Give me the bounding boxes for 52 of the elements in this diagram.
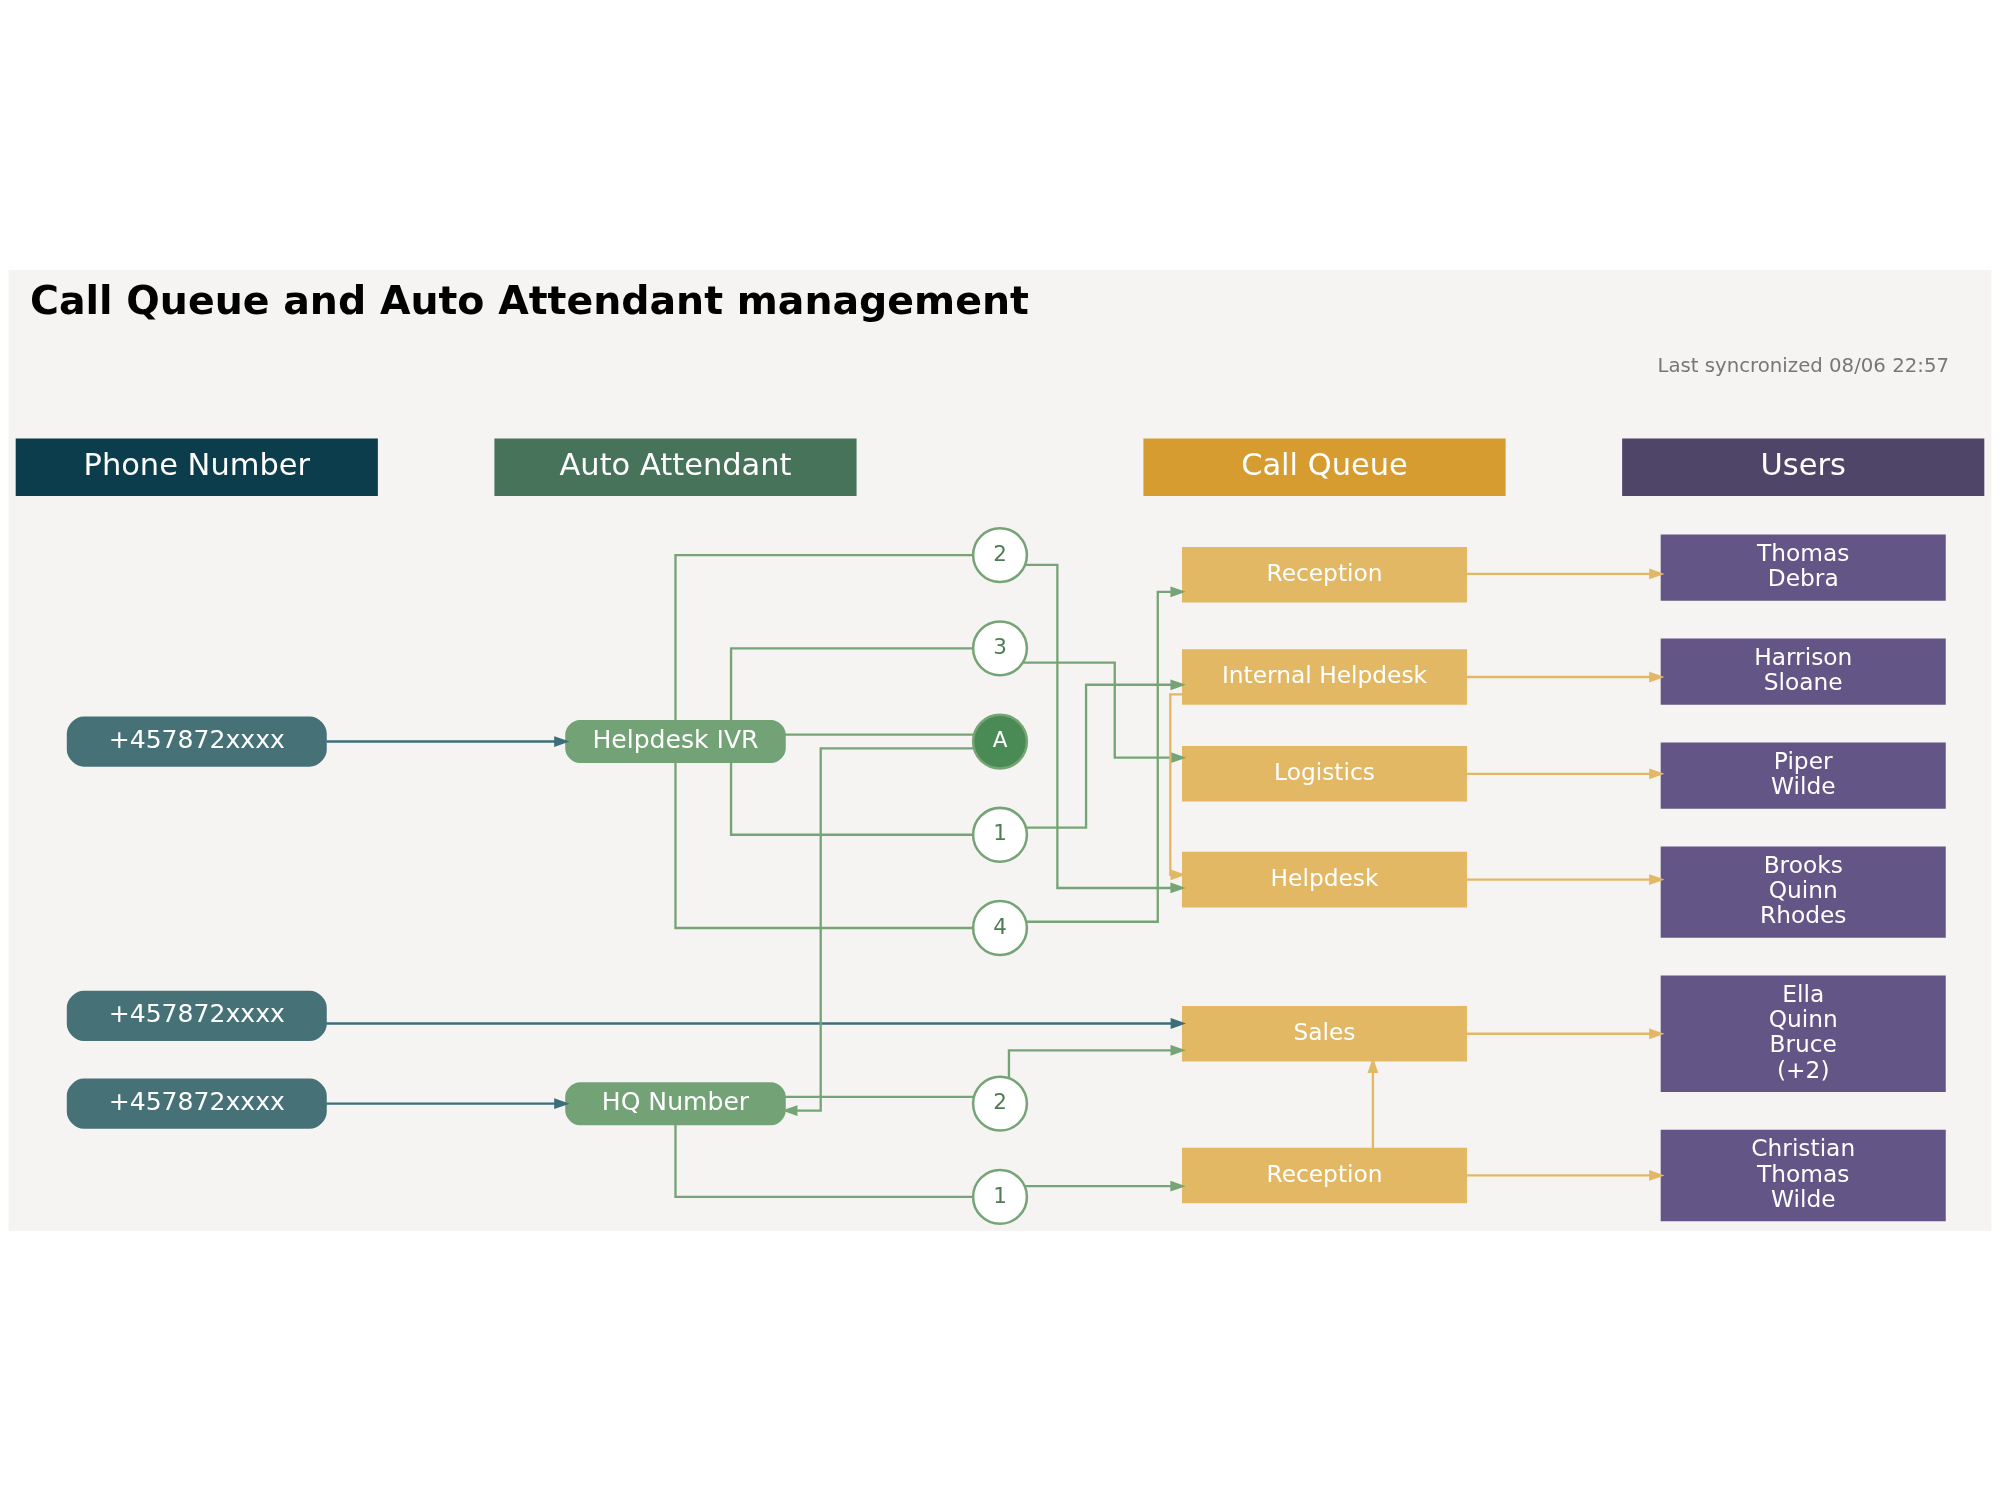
node-circle: 1: [971, 1168, 1029, 1225]
node-box: Brooks Quinn Rhodes: [1660, 845, 1946, 938]
arrow: [1466, 671, 1665, 682]
connector: [729, 646, 973, 721]
node-box: Helpdesk IVR: [565, 719, 786, 763]
node-circle: 3: [971, 619, 1029, 676]
node-box: Piper Wilde: [1660, 741, 1946, 809]
connector: [674, 553, 973, 721]
node-box: Internal Helpdesk: [1182, 648, 1468, 705]
arrow: [1466, 1169, 1665, 1181]
node-box: Harrison Sloane: [1660, 637, 1946, 705]
node-box: Phone Number: [15, 438, 378, 496]
node-box: Thomas Debra: [1660, 533, 1946, 601]
arrow: [1466, 1027, 1665, 1039]
arrow: [1466, 767, 1665, 779]
node-circle: 2: [971, 526, 1029, 583]
node-box: Sales: [1182, 1005, 1468, 1062]
node-box: Auto Attendant: [494, 438, 857, 496]
node-box: Logistics: [1182, 745, 1468, 802]
node-circle: 1: [971, 806, 1029, 863]
label: Last syncronized 08/06 22:57: [1657, 353, 1949, 377]
node-box: HQ Number: [565, 1081, 786, 1125]
connector: [674, 1123, 973, 1198]
node-box: Reception: [1182, 1147, 1468, 1203]
arrow: [326, 1017, 1187, 1029]
arrow: [1007, 1044, 1186, 1078]
node-circle: A: [971, 712, 1029, 770]
connector: [784, 1095, 974, 1098]
diagram-title: Call Queue and Auto Attendant management: [30, 276, 1029, 323]
arrow: [782, 746, 974, 1116]
arrow: [1026, 678, 1186, 829]
node-box: Helpdesk: [1182, 851, 1468, 907]
connector: [784, 733, 974, 736]
node-box: Ella Quinn Bruce (+2): [1660, 975, 1946, 1092]
arrow: [326, 1097, 570, 1109]
node-box: Reception: [1182, 546, 1468, 603]
node-circle: 4: [971, 899, 1029, 956]
arrow: [326, 735, 570, 747]
node-box: +457872xxxx: [66, 1078, 327, 1129]
node-box: Call Queue: [1143, 438, 1506, 496]
node-box: +457872xxxx: [66, 990, 327, 1041]
node-box: Christian Thomas Wilde: [1660, 1129, 1946, 1221]
node-box: Users: [1622, 438, 1985, 496]
arrow: [1024, 1180, 1186, 1192]
node-box: +457872xxxx: [66, 715, 327, 767]
arrow: [1466, 873, 1665, 885]
arrow: [1023, 661, 1187, 763]
connector: [674, 761, 973, 929]
arrow: [1466, 568, 1665, 579]
node-circle: 2: [971, 1075, 1029, 1132]
connector: [729, 761, 973, 836]
arrow: [1169, 692, 1186, 880]
